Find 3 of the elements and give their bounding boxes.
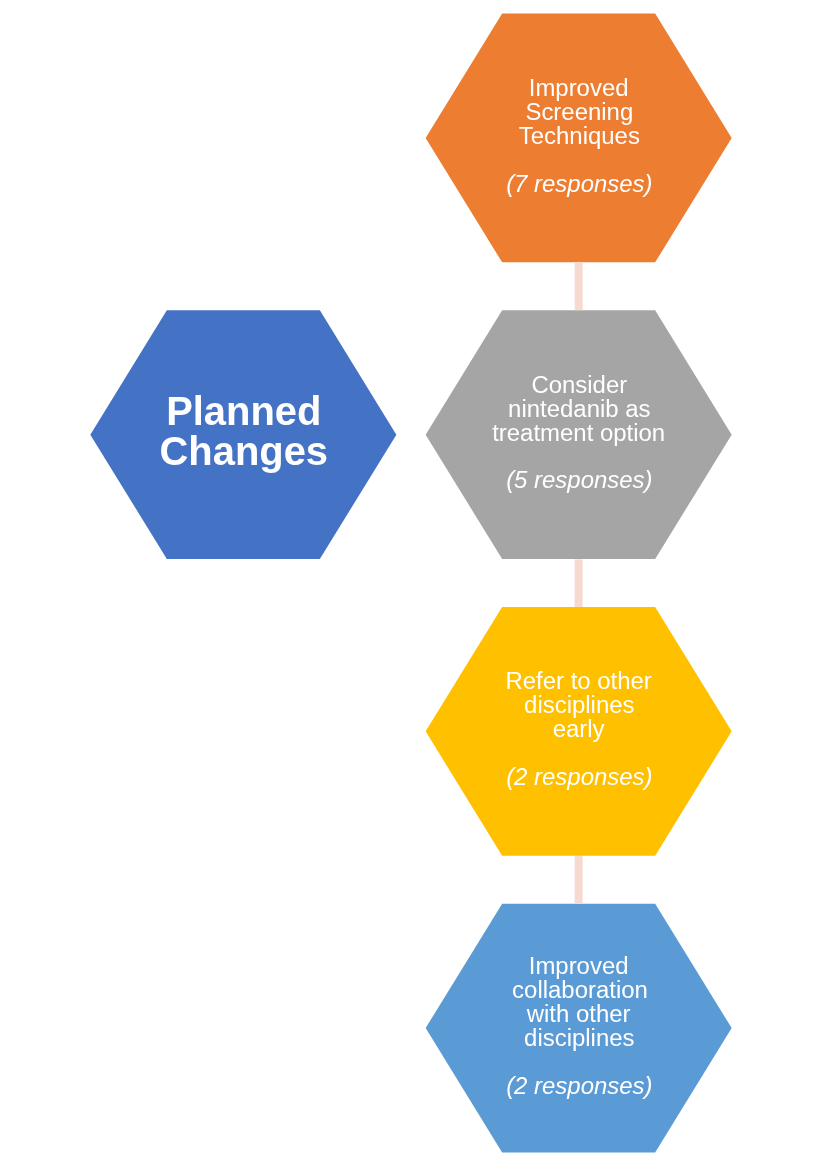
connector [574,856,583,904]
connector [574,262,583,311]
connector [574,559,583,607]
